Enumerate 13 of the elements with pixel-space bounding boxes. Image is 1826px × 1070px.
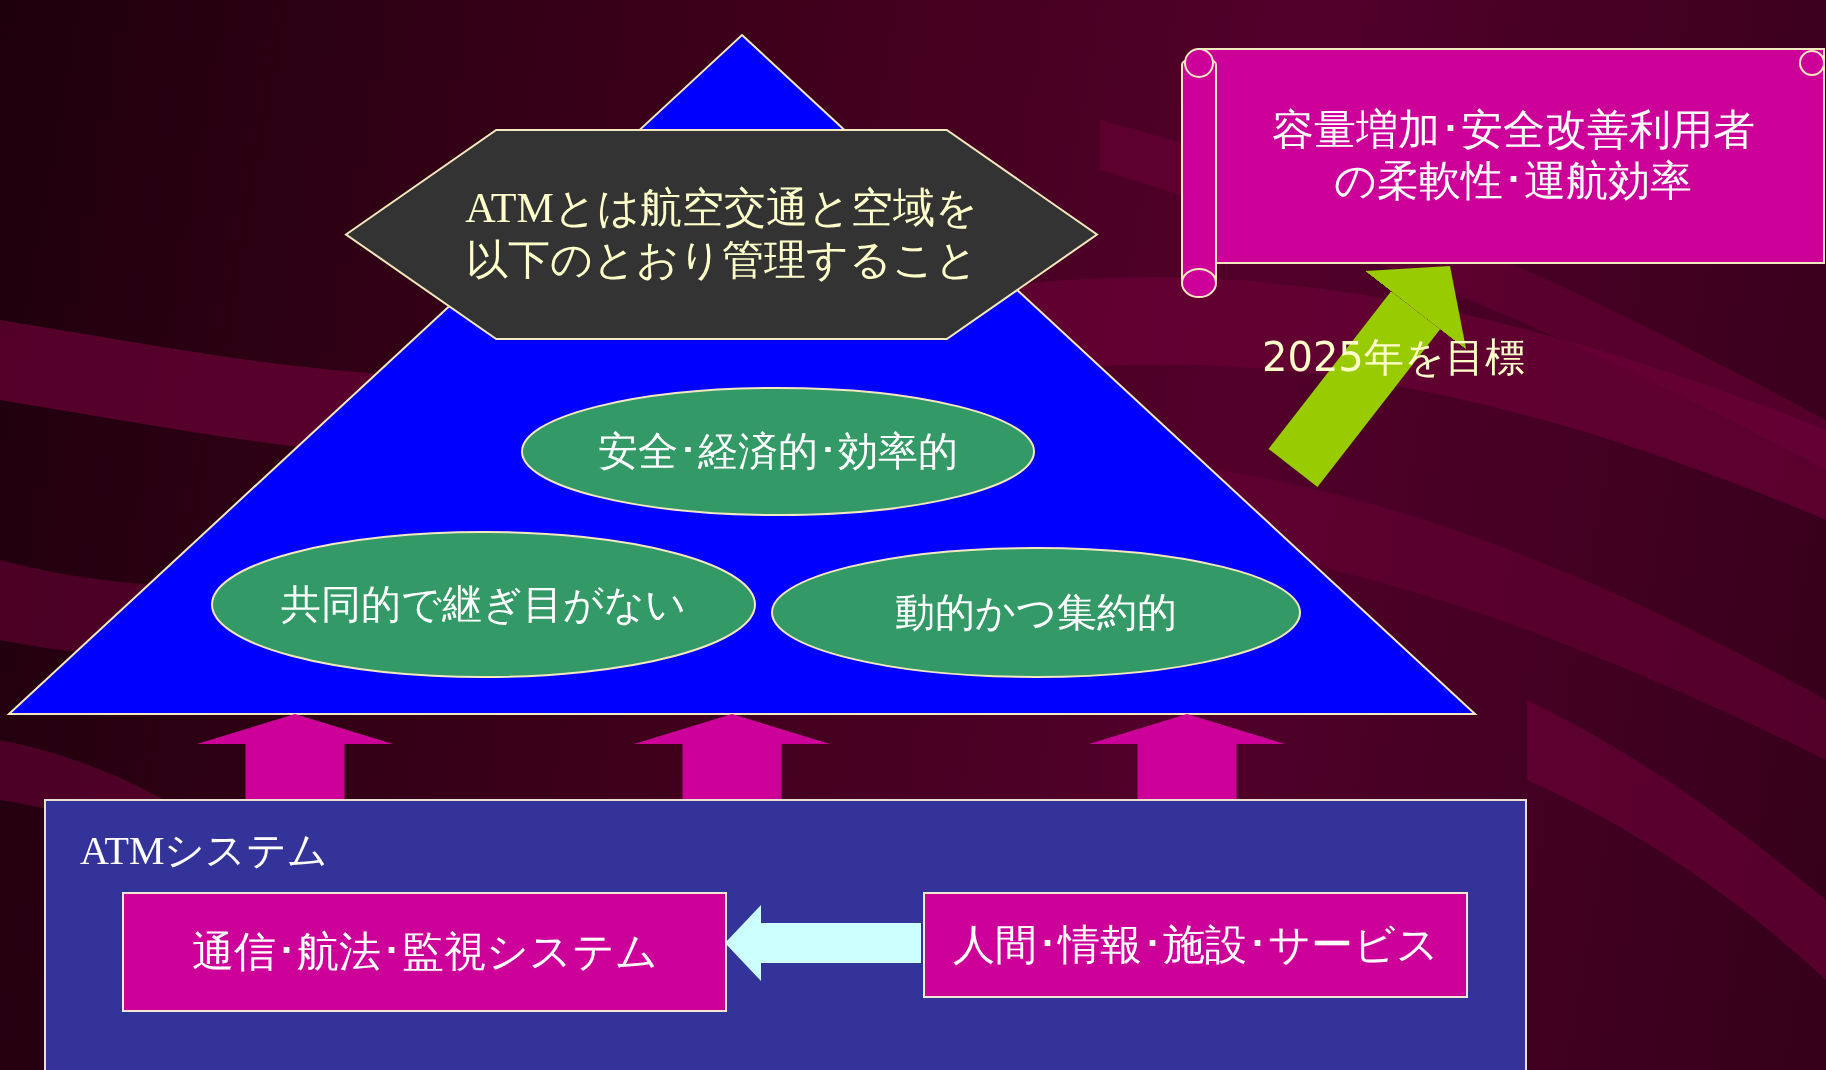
system-box: 通信･航法･監視システム <box>122 892 727 1012</box>
ellipse-label: 安全･経済的･効率的 <box>598 427 958 476</box>
scroll-text: 容量増加･安全改善利用者の柔軟性･運航効率 <box>1270 103 1756 207</box>
block-arrow <box>197 714 393 799</box>
block-arrow <box>1089 714 1285 799</box>
panel-title: ATMシステム <box>80 827 329 875</box>
block-arrow <box>634 714 830 799</box>
system-box: 人間･情報･施設･サービス <box>923 892 1468 998</box>
system-panel <box>44 799 1527 1070</box>
ellipse-label: 動的かつ集約的 <box>895 588 1177 637</box>
ellipse-label: 共同的で継ぎ目がない <box>281 580 686 629</box>
block-arrow <box>725 905 921 981</box>
hexagon-label: ATMとは航空交通と空域を以下のとおり管理すること <box>464 184 979 285</box>
